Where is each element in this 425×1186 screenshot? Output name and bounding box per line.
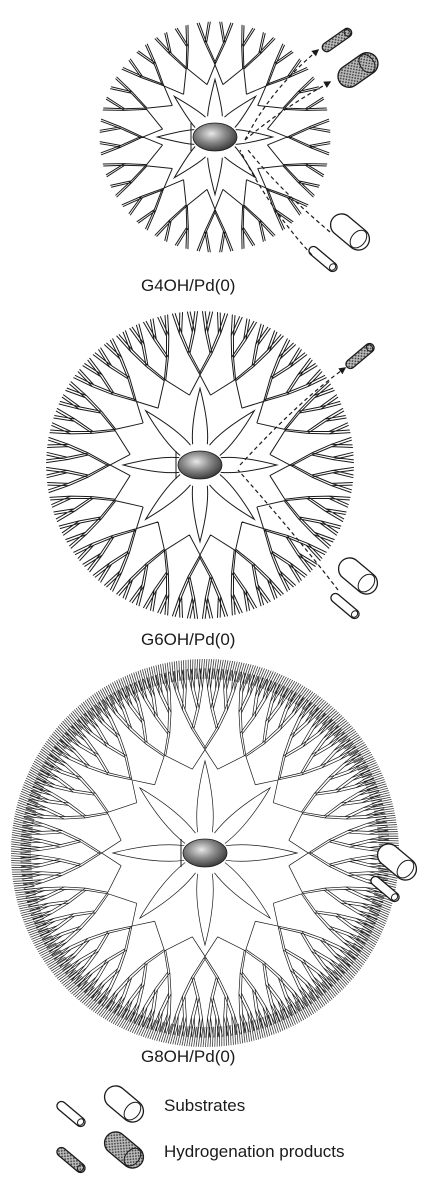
arrow-out-small <box>245 50 318 140</box>
pd-nanoparticle <box>183 839 227 867</box>
product-molecule-large <box>334 48 383 91</box>
pd-nanoparticle <box>193 123 237 151</box>
caption-g4: G4OH/Pd(0) <box>141 276 235 296</box>
legend-substrate-small <box>55 1100 87 1129</box>
substrate-molecule-small <box>329 592 361 621</box>
molecule-group <box>307 27 421 904</box>
legend-icons <box>55 1081 148 1174</box>
dendrimer-g6 <box>46 311 354 619</box>
caption-g6: G6OH/Pd(0) <box>141 630 235 650</box>
substrate-molecule-large <box>334 553 382 598</box>
legend-substrates-label: Substrates <box>164 1096 245 1116</box>
pd-nanoparticle <box>178 451 222 479</box>
substrate-molecule-large <box>326 209 374 254</box>
arrow-out-large <box>245 82 330 140</box>
substrate-molecule-small <box>307 245 339 274</box>
legend-substrate-large <box>100 1081 148 1126</box>
caption-g8: G8OH/Pd(0) <box>141 1047 235 1067</box>
legend-product-large <box>100 1127 148 1172</box>
legend-product-small <box>55 1146 87 1175</box>
product-molecule-small <box>320 27 353 54</box>
legend-products-label: Hydrogenation products <box>164 1142 345 1162</box>
dendrimer-g4 <box>100 22 331 253</box>
product-molecule-small <box>344 342 376 371</box>
dendrimer-g8 <box>11 659 399 1047</box>
